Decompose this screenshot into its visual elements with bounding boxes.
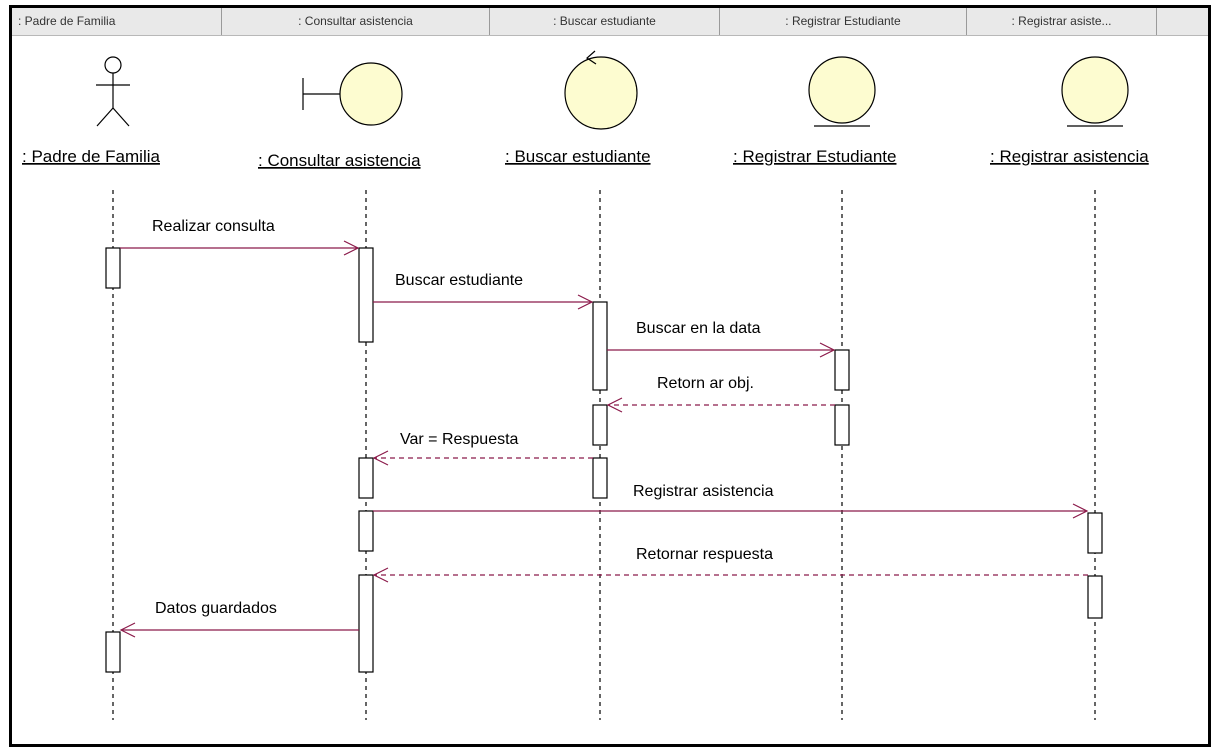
arrow-head-icon xyxy=(119,622,136,638)
message-label: Realizar consulta xyxy=(152,218,275,235)
lifeline-name: : Registrar asistencia xyxy=(990,147,1149,166)
arrow-head-icon xyxy=(343,240,360,256)
activation-bar[interactable] xyxy=(592,457,608,499)
message-label: Buscar en la data xyxy=(636,320,761,337)
boundary-icon[interactable] xyxy=(302,62,403,126)
message-label: Retorn ar obj. xyxy=(657,375,754,392)
activation-bar[interactable] xyxy=(358,457,374,499)
activation-bar[interactable] xyxy=(1087,575,1103,619)
activation-bar[interactable] xyxy=(834,349,850,391)
header-cell-consultar[interactable]: : Consultar asistencia xyxy=(222,8,490,35)
lifeline-name: : Buscar estudiante xyxy=(505,147,651,166)
actor-icon[interactable] xyxy=(96,56,130,127)
arrow-head-icon xyxy=(606,397,623,413)
arrow-head-icon xyxy=(819,342,836,358)
lifeline-name: : Consultar asistencia xyxy=(258,151,421,170)
activation-bar[interactable] xyxy=(358,510,374,552)
activation-bar[interactable] xyxy=(592,404,608,446)
arrow-head-icon xyxy=(372,567,389,583)
header-cell-buscar[interactable]: : Buscar estudiante xyxy=(490,8,720,35)
activation-bar[interactable] xyxy=(592,301,608,391)
message-label: Var = Respuesta xyxy=(400,431,519,448)
arrow-head-icon xyxy=(372,450,389,466)
header-cell-registrar-estudiante[interactable]: : Registrar Estudiante xyxy=(720,8,967,35)
control-icon[interactable] xyxy=(564,50,638,130)
lifeline-name: : Registrar Estudiante xyxy=(733,147,896,166)
activation-bar[interactable] xyxy=(105,247,121,289)
message-label: Datos guardados xyxy=(155,600,277,617)
lifeline-name: : Padre de Familia xyxy=(22,147,160,166)
activation-bar[interactable] xyxy=(834,404,850,446)
entity-icon[interactable] xyxy=(1061,56,1129,127)
activation-bar[interactable] xyxy=(1087,512,1103,554)
message-label: Retornar respuesta xyxy=(636,546,773,563)
activation-bar[interactable] xyxy=(358,247,374,343)
arrow-head-icon xyxy=(1072,503,1089,519)
lifeline-header-bar: : Padre de Familia : Consultar asistenci… xyxy=(12,8,1208,36)
header-cell-padre[interactable]: : Padre de Familia xyxy=(12,8,222,35)
arrow-head-icon xyxy=(577,294,594,310)
activation-bar[interactable] xyxy=(105,631,121,673)
entity-icon[interactable] xyxy=(808,56,876,127)
activation-bar[interactable] xyxy=(358,574,374,673)
message-label: Registrar asistencia xyxy=(633,483,774,500)
header-cell-registrar-asistencia[interactable]: : Registrar asiste... xyxy=(967,8,1157,35)
diagram-frame xyxy=(9,5,1211,747)
message-label: Buscar estudiante xyxy=(395,272,523,289)
